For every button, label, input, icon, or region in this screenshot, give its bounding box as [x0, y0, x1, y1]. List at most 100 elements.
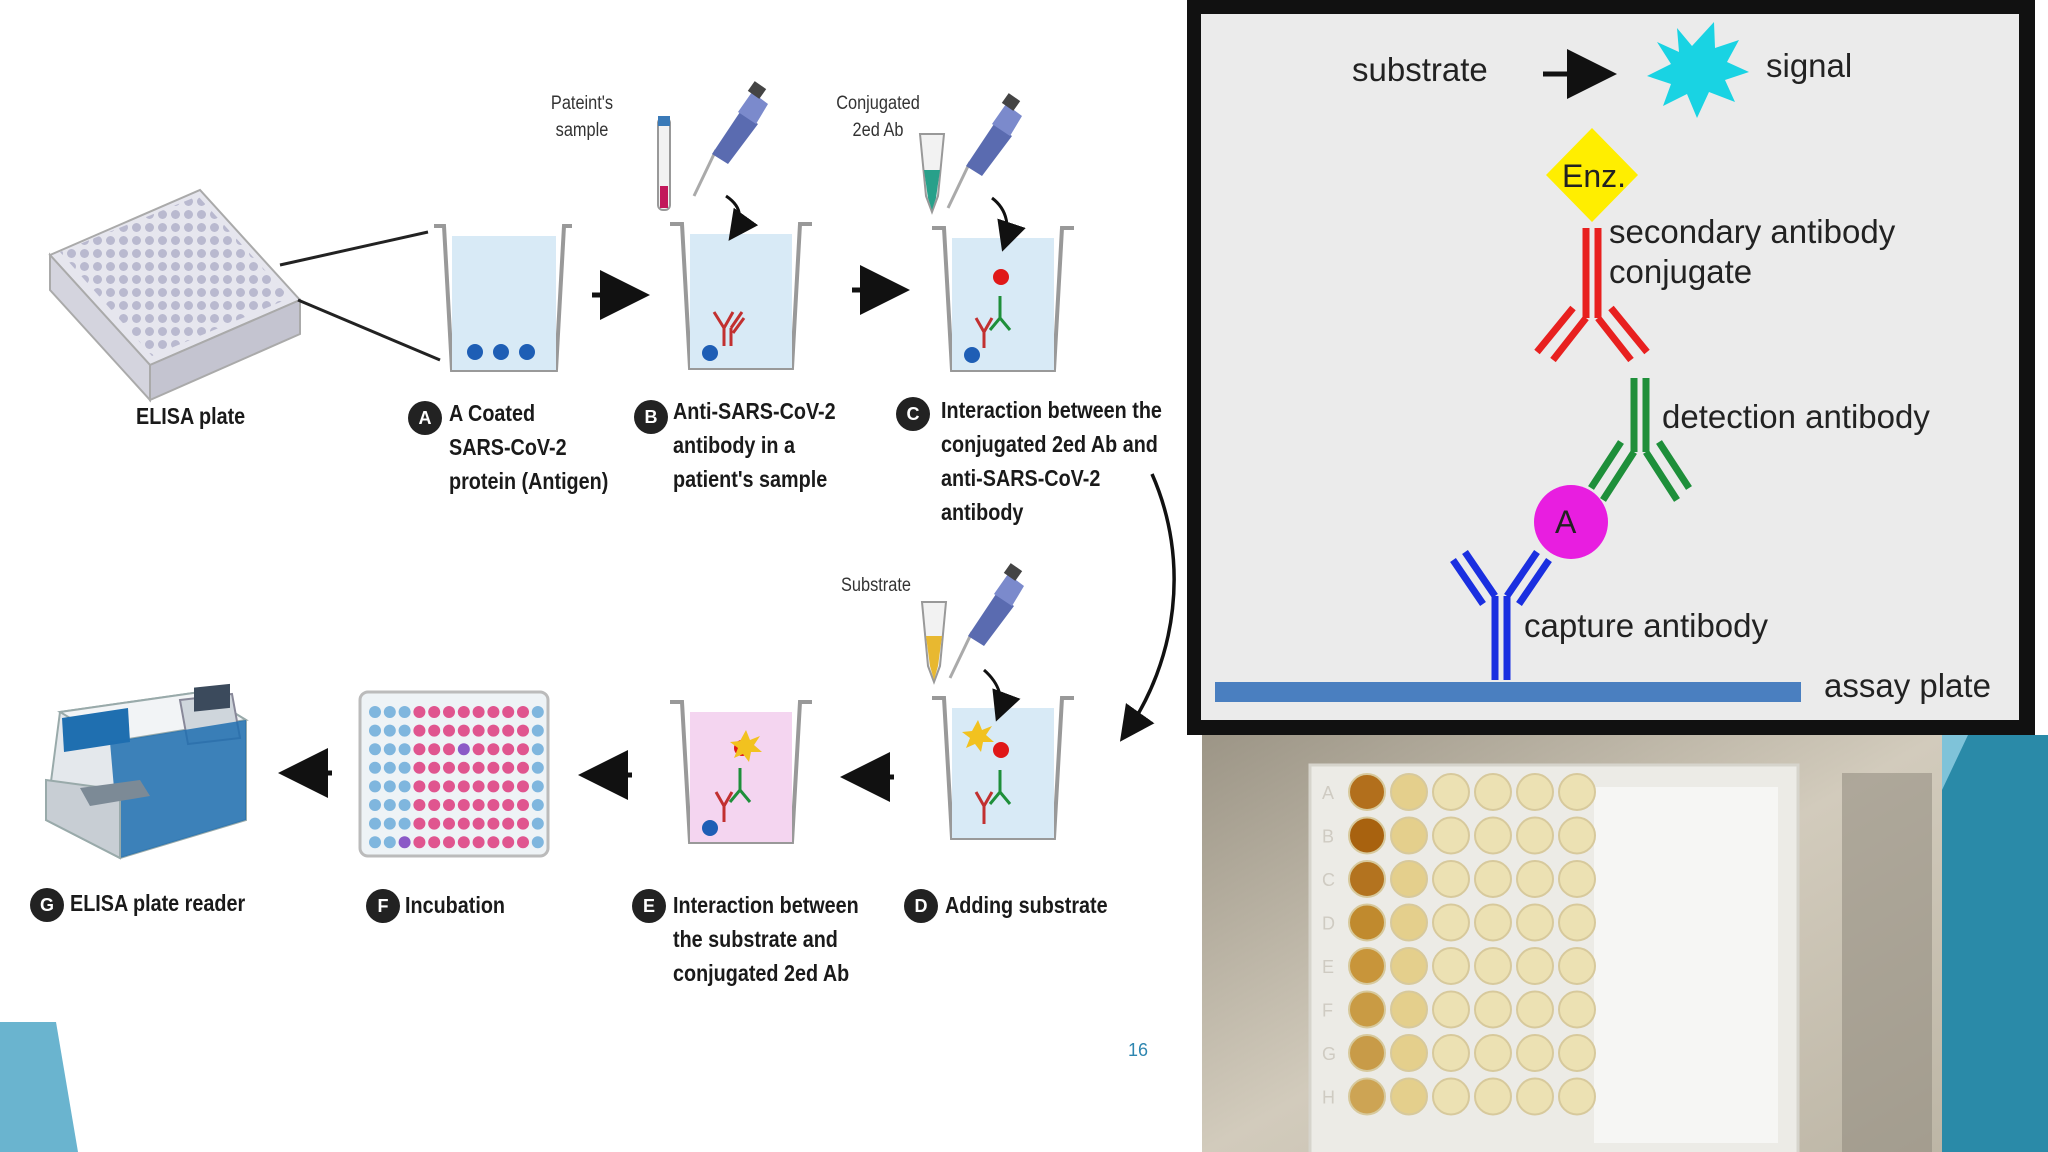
incubation-well	[502, 780, 515, 793]
incubation-well	[428, 761, 441, 774]
well-d-icon	[932, 668, 1074, 840]
incubation-well	[457, 780, 470, 793]
assay-plate-text: assay plate	[1824, 667, 1991, 704]
enzyme-text: Enz.	[1562, 158, 1627, 194]
incubation-well	[443, 706, 455, 718]
incubation-well	[443, 836, 455, 849]
incubation-well	[531, 836, 544, 849]
incubation-well	[398, 724, 411, 737]
photo-well	[1432, 947, 1470, 985]
photo-row-letter: D	[1322, 914, 1335, 934]
incubation-well	[502, 743, 515, 756]
incubation-well	[428, 780, 441, 793]
incubation-well	[413, 780, 426, 793]
incubation-well	[517, 836, 529, 849]
photo-well	[1390, 773, 1428, 811]
photo-well	[1348, 947, 1386, 985]
incubation-well	[517, 817, 529, 830]
step-b-label: Anti-SARS-CoV-2 antibody in a patient's …	[673, 398, 836, 492]
photo-well	[1348, 903, 1386, 942]
step-c-badge: C	[896, 397, 930, 431]
incubation-well	[502, 817, 515, 830]
incubation-well	[531, 761, 544, 774]
photo-well	[1432, 860, 1470, 898]
photo-well	[1558, 903, 1596, 942]
incubation-well	[472, 799, 485, 811]
well-e-icon	[670, 700, 812, 844]
incubation-well	[502, 706, 515, 718]
photo-well	[1390, 990, 1428, 1029]
photo-well	[1558, 990, 1596, 1029]
incubation-well	[472, 724, 485, 737]
incubation-well	[487, 743, 500, 756]
incubation-well	[369, 743, 381, 756]
step-a-badge: A	[408, 401, 442, 435]
photo-well	[1348, 1077, 1386, 1116]
incubation-well	[398, 817, 411, 830]
well-c-icon	[932, 196, 1074, 372]
incubation-well	[428, 799, 441, 811]
incubation-well	[428, 836, 441, 849]
photo-well	[1390, 1077, 1428, 1116]
incubation-well	[517, 761, 529, 774]
pipette-icon-c	[918, 93, 1022, 215]
plate-reader-icon	[44, 683, 249, 860]
incubation-well	[457, 817, 470, 830]
photo-well	[1516, 903, 1554, 942]
photo-well	[1558, 816, 1596, 855]
step-f-label: Incubation	[405, 892, 506, 918]
incubation-well	[369, 706, 381, 718]
incubation-well	[502, 724, 515, 737]
signal-burst-icon	[1647, 22, 1749, 118]
step-b-badge: B	[634, 400, 668, 434]
well-b-icon	[670, 194, 812, 370]
photo-well	[1558, 1077, 1596, 1116]
photo-row-letter: A	[1322, 783, 1334, 803]
photo-well	[1474, 1077, 1512, 1116]
photo-wells	[1348, 773, 1596, 1116]
incubation-well	[531, 743, 544, 756]
incubation-well	[531, 817, 544, 830]
photo-well	[1432, 990, 1470, 1029]
step-d-label: Adding substrate	[945, 892, 1108, 918]
slide-number: 16	[1128, 1040, 1149, 1060]
incubation-well	[398, 761, 411, 774]
incubation-well	[531, 799, 544, 811]
photo-well	[1432, 1034, 1470, 1072]
incubation-well	[472, 706, 485, 718]
schematic-panel	[1201, 14, 2019, 720]
photo-well	[1348, 816, 1386, 855]
step-g-label: ELISA plate reader	[70, 890, 246, 916]
step-e-badge: E	[632, 889, 666, 923]
incubation-well	[472, 761, 485, 774]
step-f-badge: F	[366, 889, 400, 923]
photo-well	[1390, 860, 1428, 898]
photo-well	[1516, 947, 1554, 985]
incubation-well	[383, 799, 396, 811]
incubation-well	[531, 780, 544, 793]
incubation-well	[487, 706, 500, 718]
incubation-well	[443, 799, 455, 811]
signal-text: signal	[1766, 47, 1853, 84]
step-a-label: A Coated SARS-CoV-2 protein (Antigen)	[449, 400, 609, 494]
incubation-well	[398, 836, 411, 849]
incubation-well	[457, 761, 470, 774]
assay-plate-bar	[1215, 682, 1801, 702]
well-a-icon	[434, 224, 572, 372]
photo-well	[1474, 860, 1512, 898]
incubation-well	[413, 817, 426, 830]
enzyme-diamond-icon	[1546, 128, 1638, 222]
secondary-antibody-icon	[1534, 228, 1650, 363]
photo-well	[1390, 816, 1428, 855]
incubation-well	[487, 780, 500, 793]
patient-sample-label: Pateint's sample	[550, 93, 614, 141]
incubation-well	[443, 761, 455, 774]
incubation-well	[472, 743, 485, 756]
incubation-well	[487, 799, 500, 811]
photo-well	[1474, 816, 1512, 855]
incubation-well	[502, 836, 515, 849]
incubation-well	[383, 761, 396, 774]
incubation-well	[369, 724, 381, 737]
